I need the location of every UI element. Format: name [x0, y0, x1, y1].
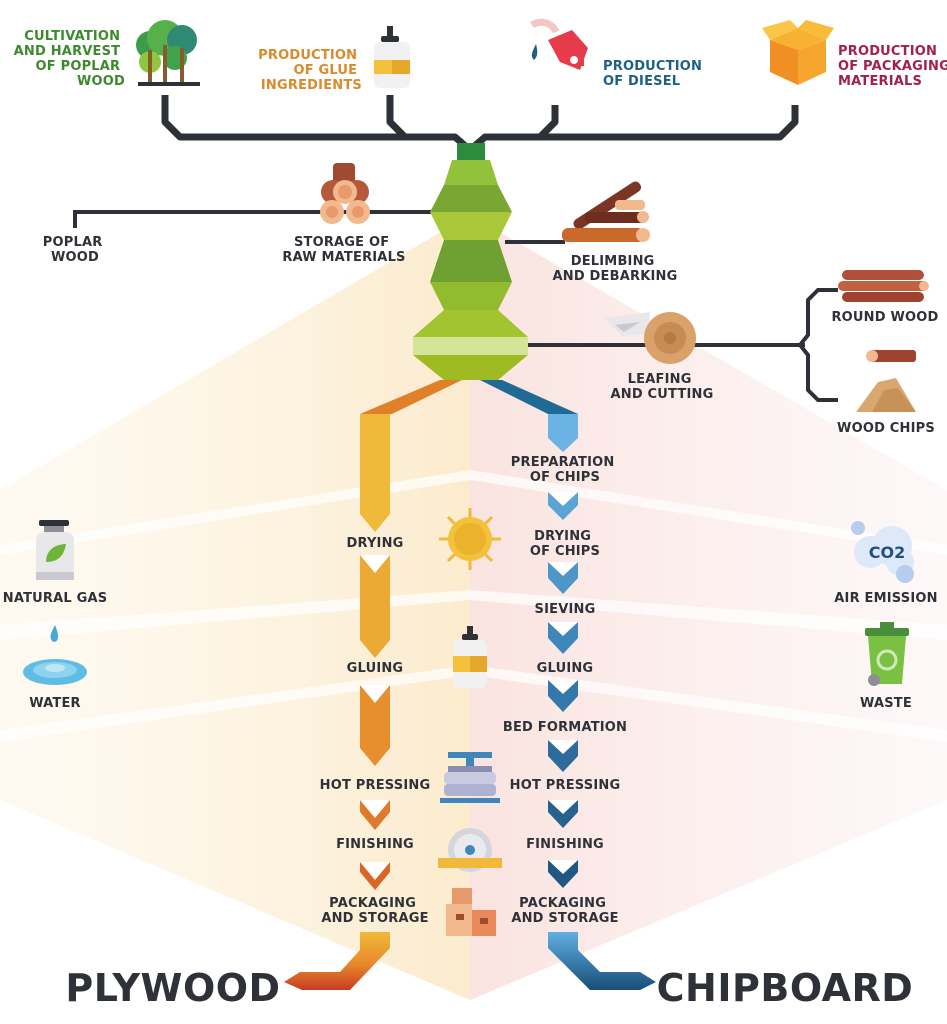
chipboard-title: CHIPBOARD: [657, 966, 914, 1010]
water-drop-icon: [23, 625, 87, 685]
chipboard-flow: [480, 380, 656, 990]
chipboard-sieving-label: SIEVING: [535, 602, 596, 617]
chipboard-gluing-label: GLUING: [537, 661, 594, 676]
fuel-nozzle-icon: [530, 18, 588, 70]
waste-label: WASTE: [860, 696, 912, 711]
plywood-title: PLYWOOD: [65, 966, 280, 1010]
trees-icon: [136, 20, 200, 86]
chipboard-drying-label: DRYING OF CHIPS: [530, 529, 600, 559]
hot-press-icon: [440, 752, 500, 803]
chipboard-bed-formation-label: BED FORMATION: [503, 720, 627, 735]
logs-debarking-icon: [562, 181, 650, 242]
background-beams: [0, 215, 947, 1000]
chipboard-packaging-label: PACKAGING AND STORAGE: [511, 896, 618, 926]
log-pile-icon: [320, 163, 370, 224]
boxes-icon: [446, 888, 496, 936]
glue-production-label: PRODUCTION OF GLUE INGREDIENTS: [258, 48, 362, 93]
box-icon: [762, 20, 834, 85]
storage-label: STORAGE OF RAW MATERIALS: [282, 235, 405, 265]
leafing-label: LEAFING AND CUTTING: [611, 372, 714, 402]
co2-text: CO2: [869, 543, 905, 562]
sun-icon: [439, 508, 501, 570]
wood-chips-label: WOOD CHIPS: [837, 421, 935, 436]
waste-bin-icon: [865, 622, 909, 686]
round-wood-label: ROUND WOOD: [831, 310, 938, 325]
diesel-production-label: PRODUCTION OF DIESEL: [603, 59, 707, 89]
chipboard-hot-pressing-label: HOT PRESSING: [510, 778, 621, 793]
plywood-gluing-label: GLUING: [347, 661, 404, 676]
plywood-packaging-label: PACKAGING AND STORAGE: [321, 896, 428, 926]
natural-gas-label: NATURAL GAS: [3, 591, 108, 606]
water-label: WATER: [29, 696, 81, 711]
plywood-drying-label: DRYING: [346, 536, 403, 551]
chipboard-finishing-label: FINISHING: [526, 837, 604, 852]
gas-cylinder-icon: [36, 520, 74, 580]
plywood-hot-pressing-label: HOT PRESSING: [320, 778, 431, 793]
delimbing-label: DELIMBING AND DEBARKING: [553, 254, 678, 284]
packaging-production-label: PRODUCTION OF PACKAGING MATERIALS: [838, 44, 947, 89]
poplar-wood-label: POPLAR WOOD: [43, 235, 107, 265]
glue-bottle-small-icon: [453, 626, 487, 688]
plywood-flow: [284, 380, 462, 990]
plywood-finishing-label: FINISHING: [336, 837, 414, 852]
round-wood-icon: [838, 270, 929, 302]
glue-bottle-icon: [374, 26, 410, 88]
central-funnel: [413, 143, 528, 380]
air-emission-label: AIR EMISSION: [834, 591, 937, 606]
co2-cloud-icon: CO2: [851, 521, 914, 583]
saw-blade-icon: [438, 828, 502, 872]
wood-chips-icon: [856, 350, 916, 412]
leafing-machine-icon: [604, 312, 696, 364]
cultivation-label: CULTIVATION AND HARVEST OF POPLAR WOOD: [14, 29, 125, 89]
chipboard-preparation-label: PREPARATION OF CHIPS: [511, 455, 619, 485]
input-connectors: [161, 95, 799, 153]
